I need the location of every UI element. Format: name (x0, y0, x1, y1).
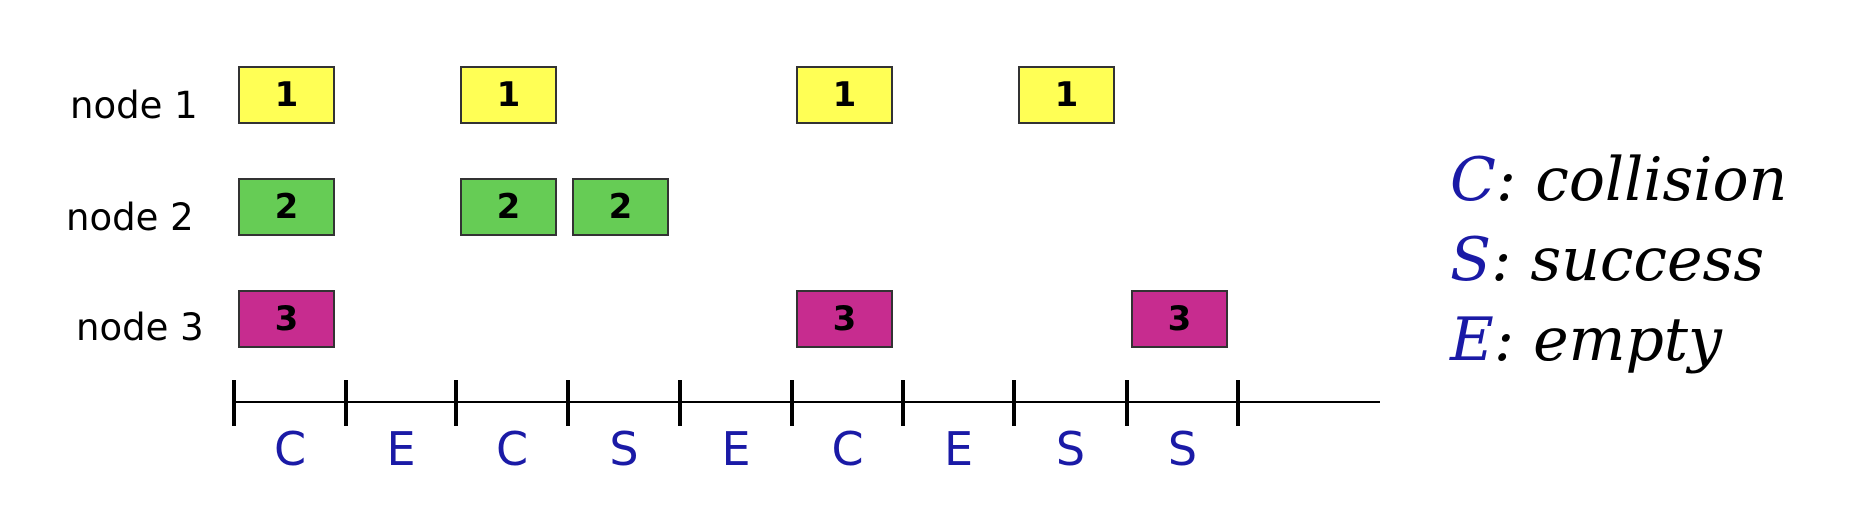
legend-empty: E: empty (1450, 305, 1722, 375)
legend-text-empty: : empty (1493, 305, 1722, 375)
node-2-frame: 2 (460, 178, 557, 236)
slot-outcome-9: S (1167, 422, 1198, 476)
slot-outcome-8: S (1055, 422, 1086, 476)
node-1-frame: 1 (796, 66, 893, 124)
node-3-frame: 3 (796, 290, 893, 348)
legend-success: S: success (1450, 225, 1764, 295)
node-2-frame: 2 (572, 178, 669, 236)
slot-outcome-2: E (386, 422, 416, 476)
slot-outcome-3: C (495, 422, 529, 476)
slot-outcome-7: E (943, 422, 974, 476)
slot-outcome-1: C (273, 422, 307, 476)
legend-text-collision: : collision (1495, 145, 1788, 215)
node-3-label: node 3 (76, 306, 204, 349)
node-1-frame: 1 (460, 66, 557, 124)
legend-text-success: : success (1491, 225, 1765, 295)
node-1-label: node 1 (70, 84, 198, 127)
legend-key-e: E (1450, 305, 1494, 375)
legend-key-c: C (1450, 145, 1496, 215)
node-1-frame: 1 (238, 66, 335, 124)
slot-outcome-5: E (721, 422, 751, 476)
legend-collision: C: collision (1450, 145, 1787, 215)
legend-key-s: S (1450, 225, 1492, 295)
node-3-frame: 3 (1131, 290, 1228, 348)
node-2-label: node 2 (66, 196, 194, 239)
slot-outcome-4: S (609, 422, 639, 476)
node-2-frame: 2 (238, 178, 335, 236)
node-3-frame: 3 (238, 290, 335, 348)
slot-outcome-6: C (831, 422, 864, 476)
node-1-frame: 1 (1018, 66, 1115, 124)
